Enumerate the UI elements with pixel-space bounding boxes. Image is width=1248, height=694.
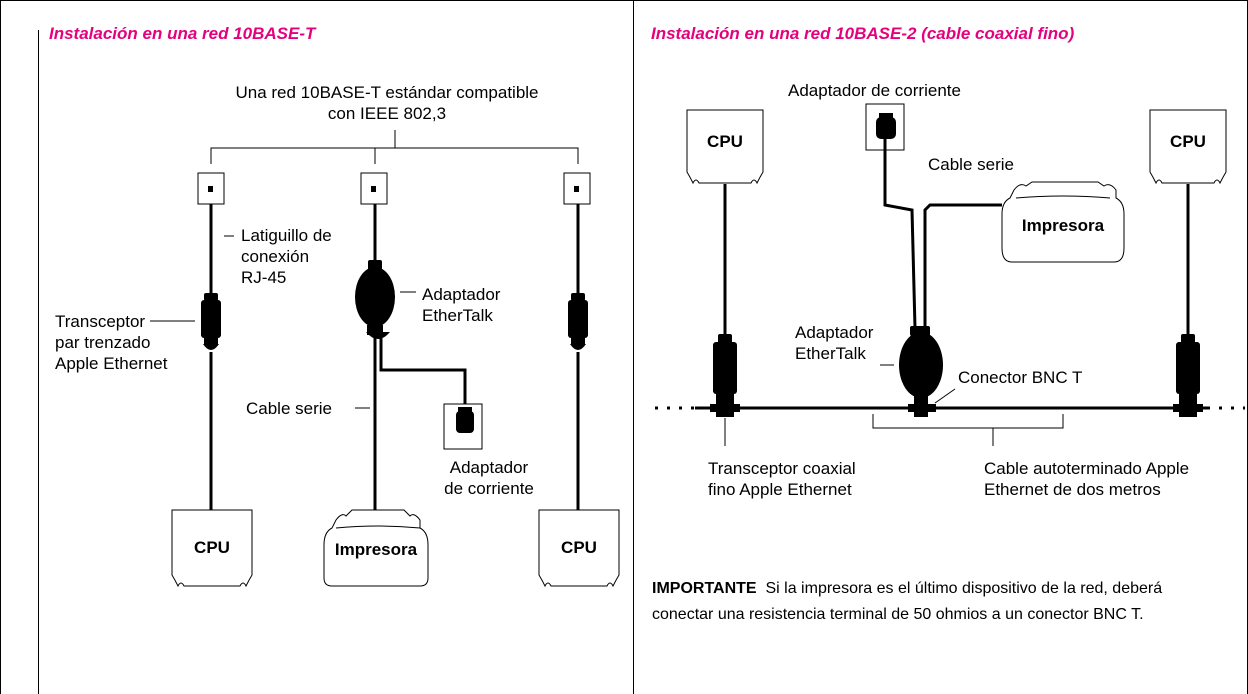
- self-terminated-cable-label: Cable autoterminado Apple Ethernet de do…: [984, 459, 1190, 499]
- cpu-box-left-bottom: [171, 509, 253, 588]
- printer-right: [1001, 181, 1125, 263]
- cpu-box-right-bottom: [538, 509, 620, 588]
- serial-cable-label-left: Cable serie: [246, 399, 332, 418]
- coax-transceiver-right: [1173, 334, 1203, 417]
- important-text: Si la impresora es el último dispositivo…: [652, 580, 1163, 623]
- coax-transceiver-left: [710, 334, 740, 417]
- bnc-label: Conector BNC T: [958, 368, 1083, 387]
- power-adapter-label-left: Adaptador de corriente: [444, 458, 534, 498]
- cable-bracket: [872, 414, 1064, 429]
- power-cable-right: [883, 139, 917, 329]
- important-heading: IMPORTANTE: [652, 580, 757, 597]
- power-adapter-left: [443, 403, 483, 450]
- patch-cable-label: Latiguillo de conexión RJ-45: [241, 226, 332, 287]
- left-panel-title: Instalación en una red 10BASE-T: [49, 24, 316, 43]
- wall-jack-right: [563, 172, 591, 205]
- network-bracket: [210, 130, 579, 164]
- cpu-label-right-panel-left: CPU: [707, 132, 743, 151]
- cpu-label-right-panel-right: CPU: [1170, 132, 1206, 151]
- cpu-label-right: CPU: [561, 538, 597, 557]
- ethertalk-adapter-left: [355, 260, 395, 339]
- transceiver-right: [568, 293, 588, 350]
- printer-label-left: Impresora: [334, 540, 418, 559]
- cpu-box-right-panel-right: [1149, 109, 1227, 185]
- ethertalk-adapter-right: [899, 326, 943, 417]
- ethertalk-label-right: Adaptador EtherTalk: [795, 323, 874, 363]
- serial-cable-label-right: Cable serie: [928, 155, 1014, 174]
- wall-jack-left: [197, 172, 225, 205]
- printer-label-right: Impresora: [1021, 216, 1105, 235]
- power-cable-left: [379, 338, 467, 404]
- transceiver-left: [201, 293, 221, 350]
- ethertalk-label-left: Adaptador EtherTalk: [422, 285, 501, 325]
- cpu-box-right-panel-left: [686, 109, 764, 185]
- important-note: IMPORTANTE Si la impresora es el último …: [652, 576, 1212, 628]
- transceiver-label: Transceptor par trenzado Apple Ethernet: [55, 312, 168, 373]
- cpu-label-left: CPU: [194, 538, 230, 557]
- serial-cable-right: [923, 203, 1002, 328]
- printer-left: [323, 509, 429, 587]
- coax-transceiver-label: Transceptor coaxial fino Apple Ethernet: [708, 459, 856, 499]
- network-label: Una red 10BASE-T estándar compatible con…: [235, 83, 539, 123]
- power-adapter-label-right: Adaptador de corriente: [788, 81, 961, 100]
- wall-jack-center: [360, 172, 388, 205]
- right-panel-title: Instalación en una red 10BASE-2 (cable c…: [651, 24, 1075, 43]
